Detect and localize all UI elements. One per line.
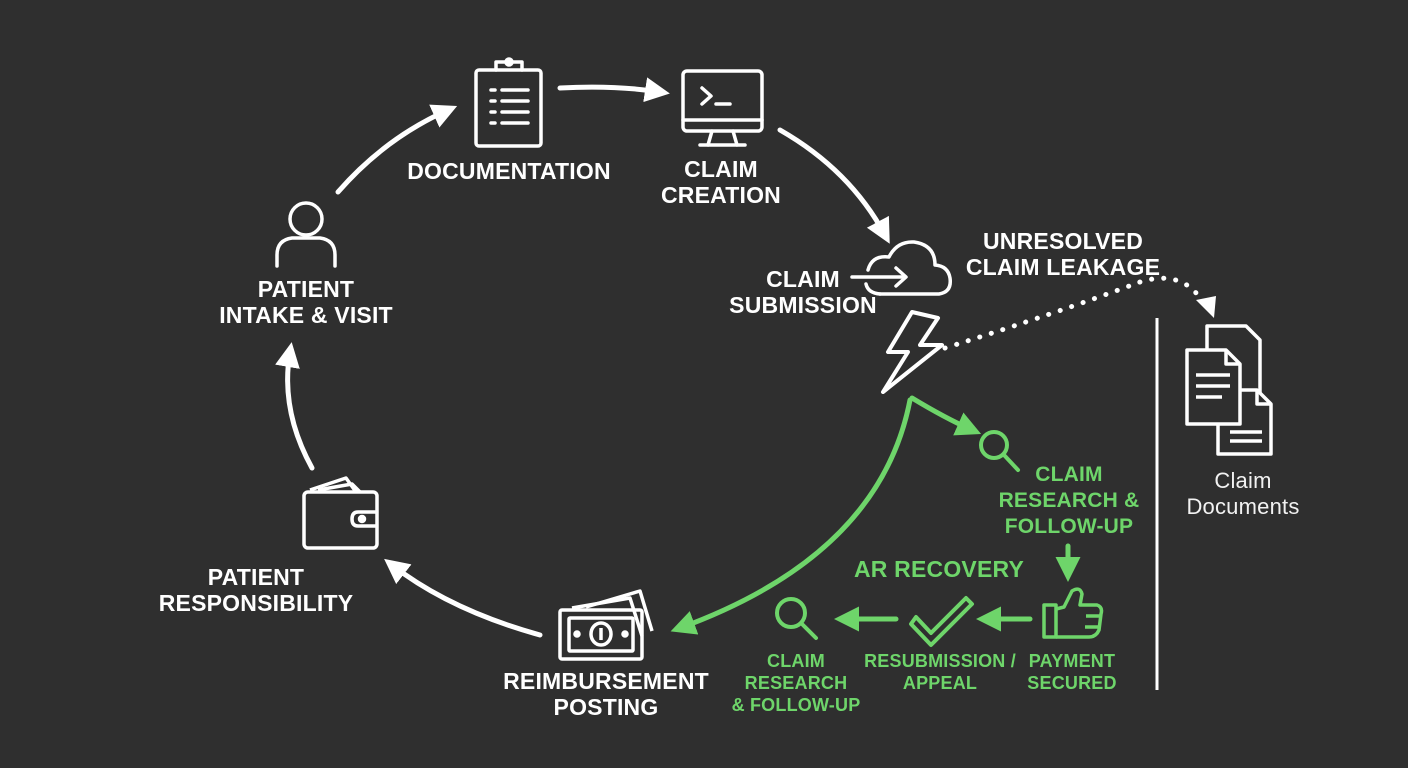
checkmark-icon <box>909 596 974 647</box>
magnifier-icon <box>775 597 818 640</box>
lightning-bolt-icon <box>881 310 944 394</box>
label-payment-secured: PAYMENT SECURED <box>1027 651 1117 693</box>
arrow-responsibility-to-intake <box>275 342 315 471</box>
label-claim-submission: CLAIM SUBMISSION <box>729 266 877 318</box>
label-research-top: CLAIM RESEARCH & FOLLOW-UP <box>998 463 1140 538</box>
person-icon <box>275 201 337 268</box>
leakage-arrowhead <box>1196 296 1216 318</box>
computer-monitor-icon <box>681 69 764 147</box>
arrow-claim-creation-to-submission <box>777 127 890 244</box>
magnifier-icon <box>979 430 1020 472</box>
wallet-icon <box>302 476 379 550</box>
label-claim-creation: CLAIM CREATION <box>660 156 782 208</box>
thumbs-up-icon <box>1042 587 1104 639</box>
arrow-documentation-to-claim-creation <box>557 77 670 103</box>
arrow-leakage-to-research <box>909 395 982 436</box>
label-reimbursement-posting: REIMBURSEMENT POSTING <box>503 668 709 720</box>
label-research-bottom: CLAIM RESEARCH & FOLLOW-UP <box>731 651 861 715</box>
arrow-intake-to-documentation <box>335 104 458 195</box>
label-unresolved-leakage: UNRESOLVED CLAIM LEAKAGE <box>965 228 1161 280</box>
label-documentation: DOCUMENTATION <box>407 158 611 184</box>
arrow-reimbursement-to-responsibility <box>384 558 543 638</box>
clipboard-icon <box>474 57 543 148</box>
cash-stack-icon <box>558 589 654 661</box>
cloud-upload-icon <box>850 240 953 296</box>
arrow-recovery-return-to-reimbursement <box>670 397 913 635</box>
label-ar-recovery: AR RECOVERY <box>853 556 1025 582</box>
label-claim-documents: Claim Documents <box>1186 468 1300 519</box>
leakage-dotted-path <box>942 275 1208 351</box>
label-patient-responsibility: PATIENT RESPONSIBILITY <box>158 564 354 616</box>
documents-stack-icon <box>1185 324 1273 456</box>
label-patient-intake: PATIENT INTAKE & VISIT <box>219 276 393 328</box>
label-resubmission: RESUBMISSION / APPEAL <box>864 651 1016 693</box>
